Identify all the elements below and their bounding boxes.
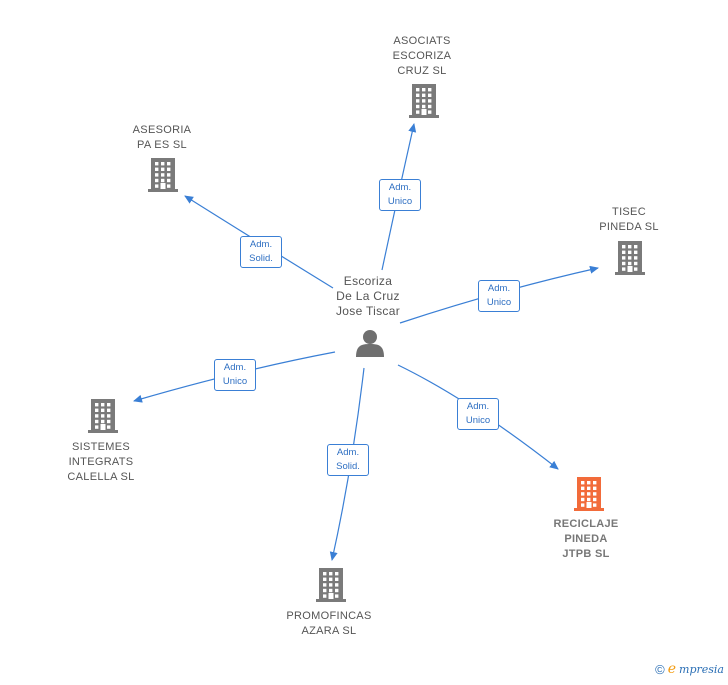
building-icon-asociats[interactable] bbox=[409, 84, 439, 118]
company-label-sistemes[interactable]: SISTEMES INTEGRATS CALELLA SL bbox=[67, 441, 135, 483]
building-icon-reciclaje[interactable] bbox=[574, 477, 604, 511]
building-icon-asesoria[interactable] bbox=[148, 158, 178, 192]
relation-badge-promofincas[interactable]: Adm. Solid. bbox=[327, 444, 369, 476]
center-person-name[interactable]: Escoriza De La Cruz Jose Tiscar bbox=[336, 274, 400, 318]
building-icon-sistemes[interactable] bbox=[88, 399, 118, 433]
brand-e: e bbox=[667, 661, 677, 677]
relation-badge-reciclaje[interactable]: Adm. Unico bbox=[457, 398, 499, 430]
brand-name: mpresia bbox=[679, 662, 724, 676]
building-icon-tisec[interactable] bbox=[615, 241, 645, 275]
relation-badge-sistemes[interactable]: Adm. Unico bbox=[214, 359, 256, 391]
building-icon-promofincas[interactable] bbox=[316, 568, 346, 602]
company-label-reciclaje[interactable]: RECICLAJE PINEDA JTPB SL bbox=[553, 518, 619, 560]
relation-badge-asociats[interactable]: Adm. Unico bbox=[379, 179, 421, 211]
person-icon[interactable] bbox=[356, 330, 384, 357]
company-label-asociats[interactable]: ASOCIATS ESCORIZA CRUZ SL bbox=[392, 35, 452, 77]
relation-badge-asesoria[interactable]: Adm. Solid. bbox=[240, 236, 282, 268]
copyright-icon: © bbox=[655, 661, 665, 677]
relation-badge-tisec[interactable]: Adm. Unico bbox=[478, 280, 520, 312]
company-label-tisec[interactable]: TISEC PINEDA SL bbox=[599, 206, 659, 233]
company-label-promofincas[interactable]: PROMOFINCAS AZARA SL bbox=[286, 610, 372, 637]
company-label-asesoria[interactable]: ASESORIA PA ES SL bbox=[132, 124, 192, 151]
